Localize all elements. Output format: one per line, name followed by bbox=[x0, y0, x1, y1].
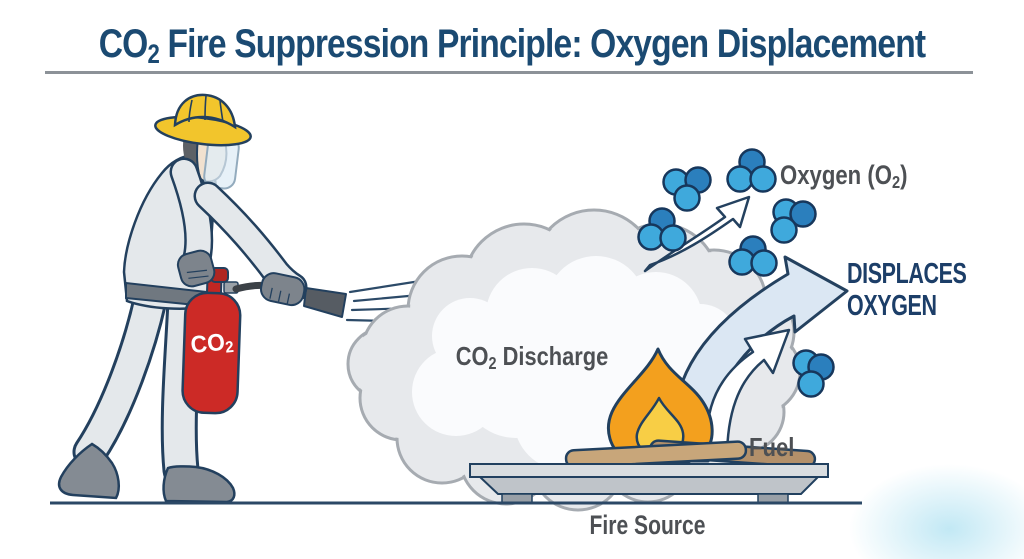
title-rest: Fire Suppression Principle: Oxygen Displ… bbox=[158, 22, 926, 66]
co2-discharge-label: CO2 Discharge bbox=[431, 341, 633, 372]
oxygen-label-paren: ) bbox=[900, 160, 908, 190]
oxygen-escape-arrow bbox=[705, 328, 791, 461]
helmet-ridge bbox=[188, 99, 193, 123]
fire-platform bbox=[469, 463, 829, 504]
oxygen-molecule bbox=[662, 166, 712, 212]
cloud-highlight-puffs bbox=[412, 256, 738, 470]
extinguisher-co2-label: CO2 bbox=[185, 327, 239, 360]
oxygen-label: Oxygen (O2) bbox=[780, 160, 907, 191]
helmet-ridge bbox=[219, 100, 224, 123]
front-boot bbox=[162, 465, 236, 504]
displaces-line2: OXYGEN bbox=[847, 289, 937, 322]
tank-subscript: 2 bbox=[224, 339, 235, 358]
discharge-horn bbox=[303, 287, 347, 318]
tank-co: CO bbox=[189, 328, 227, 360]
discharge-co: CO bbox=[455, 341, 489, 371]
displaces-line1: DISPLACES bbox=[847, 258, 967, 290]
helmet-icon bbox=[154, 93, 252, 147]
discharge-subscript: 2 bbox=[488, 352, 497, 373]
oxygen-molecule bbox=[637, 207, 687, 252]
back-boot bbox=[57, 442, 121, 500]
fire bbox=[564, 347, 817, 469]
oxygen-molecule bbox=[792, 349, 835, 398]
platform-top bbox=[469, 463, 829, 478]
oxygen-label-text: Oxygen (O bbox=[780, 160, 892, 190]
oxygen-molecule bbox=[770, 198, 817, 244]
discharge-rest: Discharge bbox=[496, 341, 609, 371]
helmet-ridge bbox=[204, 95, 207, 121]
page-title: CO2 Fire Suppression Principle: Oxygen D… bbox=[82, 22, 942, 67]
far-glove bbox=[176, 249, 216, 288]
title-divider bbox=[45, 71, 973, 74]
back-leg bbox=[75, 285, 165, 467]
tank-body bbox=[181, 291, 242, 415]
fire-source-label: Fire Source bbox=[589, 510, 706, 540]
co2-extinguisher bbox=[176, 181, 347, 415]
corner-watermark-blur bbox=[849, 464, 1024, 559]
log-left bbox=[564, 440, 748, 469]
title-subscript: 2 bbox=[147, 38, 159, 69]
oxygen-molecule bbox=[728, 235, 778, 277]
oxygen-label-subscript: 2 bbox=[891, 171, 901, 192]
oxygen-molecule bbox=[726, 148, 777, 193]
title-co: CO bbox=[98, 22, 149, 66]
fuel-label: Fuel bbox=[749, 432, 795, 462]
oxygen-molecules bbox=[637, 148, 835, 398]
displaces-oxygen-label: DISPLACES OXYGEN bbox=[847, 258, 967, 323]
platform-base bbox=[477, 476, 821, 495]
near-glove bbox=[259, 272, 306, 307]
